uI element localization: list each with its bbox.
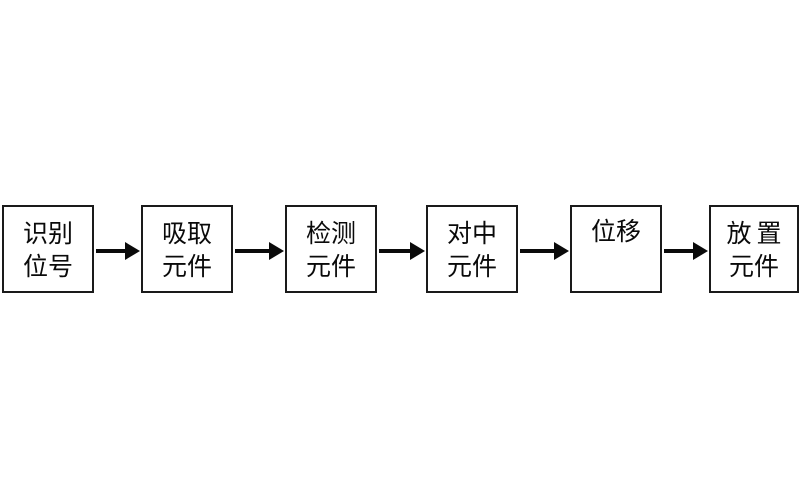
process-step-2-line-2: 元件 (161, 252, 212, 281)
arrow-right-icon-4 (520, 242, 569, 260)
arrow-shaft (235, 249, 270, 253)
process-step-3[interactable]: 检测 元件 (285, 205, 377, 293)
process-step-4-line-1: 对中 (446, 219, 497, 248)
process-step-1-line-2: 位号 (22, 252, 73, 281)
arrow-right-icon-2 (235, 242, 284, 260)
process-step-1-line-1: 识别 (22, 219, 73, 248)
arrow-head (554, 242, 569, 260)
process-step-3-line-1: 检测 (305, 219, 356, 248)
arrow-head (693, 242, 708, 260)
process-step-1[interactable]: 识别 位号 (2, 205, 94, 293)
process-step-5[interactable]: 位移 (570, 205, 662, 293)
arrow-shaft (379, 249, 411, 253)
arrow-shaft (520, 249, 555, 253)
process-step-4-line-2: 元件 (446, 252, 497, 281)
process-step-6[interactable]: 放置 元件 (709, 205, 799, 293)
arrow-shaft (664, 249, 694, 253)
process-step-6-line-1: 放置 (726, 219, 787, 248)
process-step-3-line-2: 元件 (305, 252, 356, 281)
process-step-2[interactable]: 吸取 元件 (141, 205, 233, 293)
arrow-head (410, 242, 425, 260)
arrow-head (269, 242, 284, 260)
arrow-right-icon-3 (379, 242, 425, 260)
process-step-4[interactable]: 对中 元件 (426, 205, 518, 293)
process-step-2-line-1: 吸取 (161, 219, 212, 248)
arrow-head (125, 242, 140, 260)
arrow-right-icon-5 (664, 242, 708, 260)
process-step-6-line-2: 元件 (728, 252, 779, 281)
process-step-5-line-1: 位移 (590, 217, 641, 246)
arrow-shaft (96, 249, 126, 253)
arrow-right-icon-1 (96, 242, 140, 260)
